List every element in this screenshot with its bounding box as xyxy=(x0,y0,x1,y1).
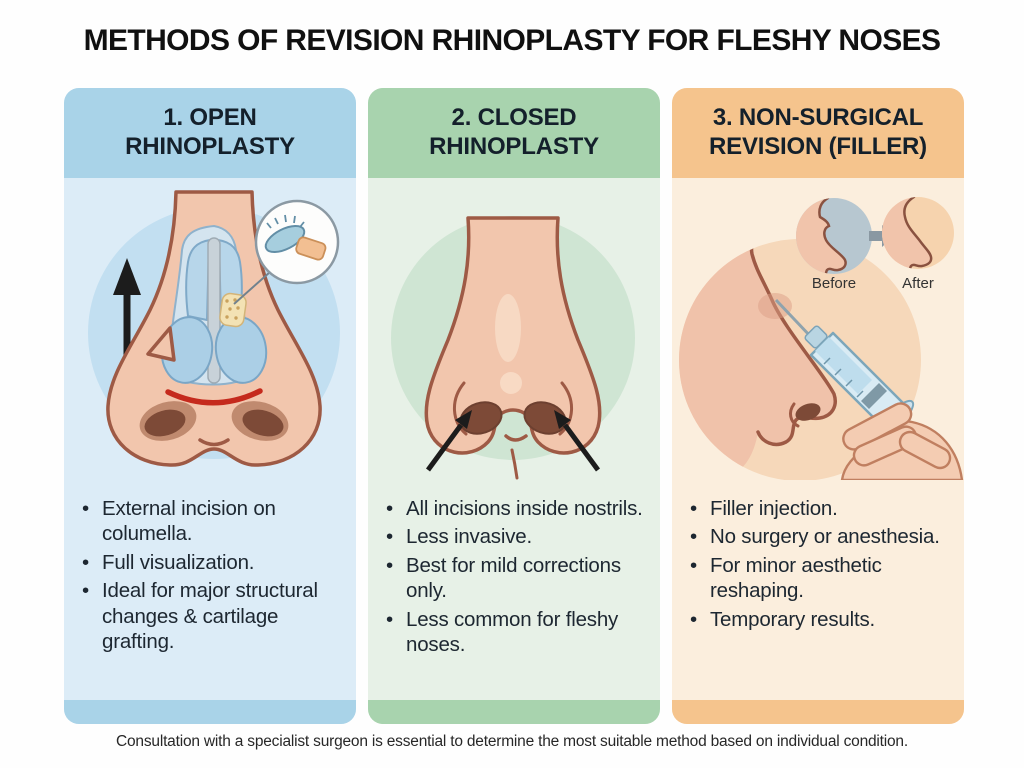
open-nose-illustration xyxy=(106,190,322,467)
bullet-dot: • xyxy=(690,497,697,520)
bullet-item: • Less invasive. xyxy=(382,524,652,549)
column-header-label: 1. OPEN RHINOPLASTY xyxy=(125,104,295,160)
bullet-item: • For minor aesthetic reshaping. xyxy=(686,553,956,604)
skin-flap xyxy=(146,326,176,362)
tip-crease xyxy=(504,434,528,442)
bullet-dot: • xyxy=(690,553,697,577)
nostril xyxy=(795,403,821,421)
bullet-item: • No surgery or anesthesia. xyxy=(686,524,956,549)
bullet-item: • All incisions inside nostrils. xyxy=(382,496,652,521)
bullet-list-filler: • Filler injection. • No surgery or anesth… xyxy=(686,496,956,632)
bullet-dot: • xyxy=(82,497,89,520)
incision-arrow-right-icon xyxy=(554,410,601,472)
open-rhinoplasty-illustration xyxy=(88,190,340,467)
column-header-closed: 2. CLOSED RHINOPLASTY xyxy=(368,88,660,178)
bullet-dot: • xyxy=(386,607,393,631)
bullet-dot: • xyxy=(386,497,393,520)
column-header-label: 2. CLOSED RHINOPLASTY xyxy=(429,104,599,160)
bullet-item: • Filler injection. xyxy=(686,496,956,521)
bullet-dot: • xyxy=(82,550,89,574)
filler-injection-illustration: Before After xyxy=(679,197,964,480)
column-header-open: 1. OPEN RHINOPLASTY xyxy=(64,88,356,178)
bullet-text: Best for mild corrections only. xyxy=(406,553,621,603)
bullet-text: Full visualization. xyxy=(102,550,255,574)
thumb xyxy=(898,430,952,470)
bullet-text: Ideal for major structural changes & car… xyxy=(102,579,318,654)
hand-illustration xyxy=(840,402,964,480)
bullet-text: All incisions inside nostrils. xyxy=(406,497,643,520)
column-closed-rhinoplasty: 2. CLOSED RHINOPLASTY xyxy=(368,88,660,724)
closed-nose-illustration xyxy=(424,216,602,480)
graduation-ticks xyxy=(823,357,864,398)
bullet-text: Less common for fleshy noses. xyxy=(406,607,619,657)
tip-highlight xyxy=(500,372,522,394)
after-label: After xyxy=(902,275,934,292)
column-footer-bar xyxy=(368,700,660,724)
bullet-item: • Less common for fleshy noses. xyxy=(382,607,652,658)
bullet-text: No surgery or anesthesia. xyxy=(710,525,940,549)
bullet-text: For minor aesthetic reshaping. xyxy=(710,553,882,603)
column-header-label: 3. NON-SURGICAL REVISION (FILLER) xyxy=(709,104,927,160)
philtrum-line xyxy=(510,448,519,480)
column-body-open: • External incision on columella. • Full v… xyxy=(64,178,356,700)
bullet-dot: • xyxy=(690,525,697,549)
page-title: METHODS OF REVISION RHINOPLASTY FOR FLES… xyxy=(83,24,941,57)
before-after-comparison: Before After xyxy=(796,197,954,292)
ala-crease-right xyxy=(558,381,573,436)
after-nose-profile xyxy=(882,197,933,269)
bridge-highlight xyxy=(495,294,521,362)
column-non-surgical-filler: 3. NON-SURGICAL REVISION (FILLER) xyxy=(672,88,964,724)
tip-crease xyxy=(198,438,230,447)
bullet-list-closed: • All incisions inside nostrils. • Less in… xyxy=(382,496,652,657)
column-body-closed: • All incisions inside nostrils. • Less in… xyxy=(368,178,660,700)
cartilage-graft-patch xyxy=(219,292,247,328)
column-footer-bar xyxy=(64,700,356,724)
bullet-text: Filler injection. xyxy=(710,497,838,520)
column-body-filler: Before After xyxy=(672,178,964,700)
bullet-item: • Ideal for major structural changes & ca… xyxy=(78,578,348,654)
bullet-item: • Best for mild corrections only. xyxy=(382,553,652,604)
syringe-liquid xyxy=(815,337,872,394)
injection-site-blush xyxy=(758,293,792,319)
plunger-stopper xyxy=(861,383,887,409)
bullet-dot: • xyxy=(82,579,89,603)
graft-magnifier-icon xyxy=(233,199,340,305)
upper-cartilage-left xyxy=(185,239,211,321)
bullet-text: Temporary results. xyxy=(710,607,876,631)
column-footer-bar xyxy=(672,700,964,724)
columella-incision-line xyxy=(165,388,263,406)
ala-crease xyxy=(789,402,800,428)
incision-arrow-left-icon xyxy=(425,410,472,472)
bullet-item: • Temporary results. xyxy=(686,607,956,632)
bullet-list-open: • External incision on columella. • Full v… xyxy=(78,496,348,654)
closed-rhinoplasty-illustration xyxy=(391,216,635,480)
bullet-text: External incision on columella. xyxy=(102,497,276,546)
nostril-right-inner xyxy=(242,409,284,437)
before-nose-profile xyxy=(796,198,847,274)
needle xyxy=(774,298,814,340)
bullet-text: Less invasive. xyxy=(406,525,532,549)
bullet-dot: • xyxy=(690,607,697,631)
footer-note: Consultation with a specialist surgeon i… xyxy=(116,733,908,750)
ala-crease-left xyxy=(453,381,468,436)
before-label: Before xyxy=(812,275,856,292)
bullet-item: • Full visualization. xyxy=(78,550,348,575)
bullet-item: • External incision on columella. xyxy=(78,496,348,547)
nostril-left-inner xyxy=(144,409,186,437)
column-header-filler: 3. NON-SURGICAL REVISION (FILLER) xyxy=(672,88,964,178)
bullet-dot: • xyxy=(386,553,393,577)
columns-container: 1. OPEN RHINOPLASTY xyxy=(64,88,964,724)
bullet-dot: • xyxy=(386,525,393,549)
column-open-rhinoplasty: 1. OPEN RHINOPLASTY xyxy=(64,88,356,724)
